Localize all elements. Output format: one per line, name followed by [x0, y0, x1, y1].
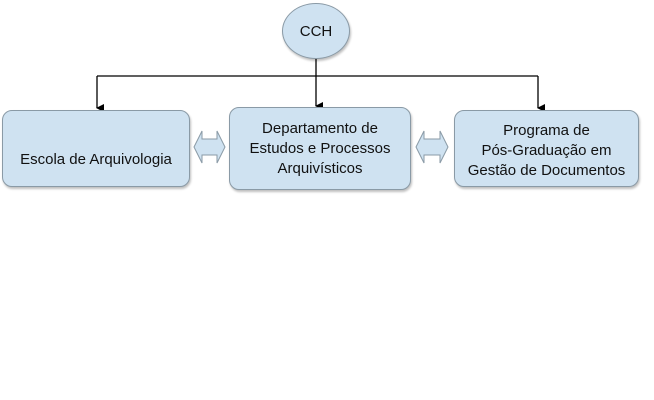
double-arrow-left-center [193, 130, 226, 164]
node-label: CCH [299, 22, 333, 40]
node-label-line: Arquivísticos [277, 159, 363, 177]
node-label-line: Estudos e Processos [249, 139, 391, 157]
node-label-line: Programa de [503, 122, 590, 139]
node-departamento: Departamento de Estudos e Processos Arqu… [229, 107, 411, 190]
node-escola-arquivologia: Escola de Arquivologia [2, 110, 190, 187]
node-programa-pos-graduacao: Programa de Pós-Graduação em Gestão de D… [454, 110, 639, 187]
node-label-line: Pós-Graduação em [481, 142, 612, 159]
node-cch: CCH [282, 3, 350, 59]
double-arrow-center-right [415, 130, 449, 164]
node-label-line: Departamento de [262, 119, 378, 137]
node-label: Escola de Arquivologia [20, 151, 172, 168]
node-label-line: Gestão de Documentos [467, 162, 626, 179]
